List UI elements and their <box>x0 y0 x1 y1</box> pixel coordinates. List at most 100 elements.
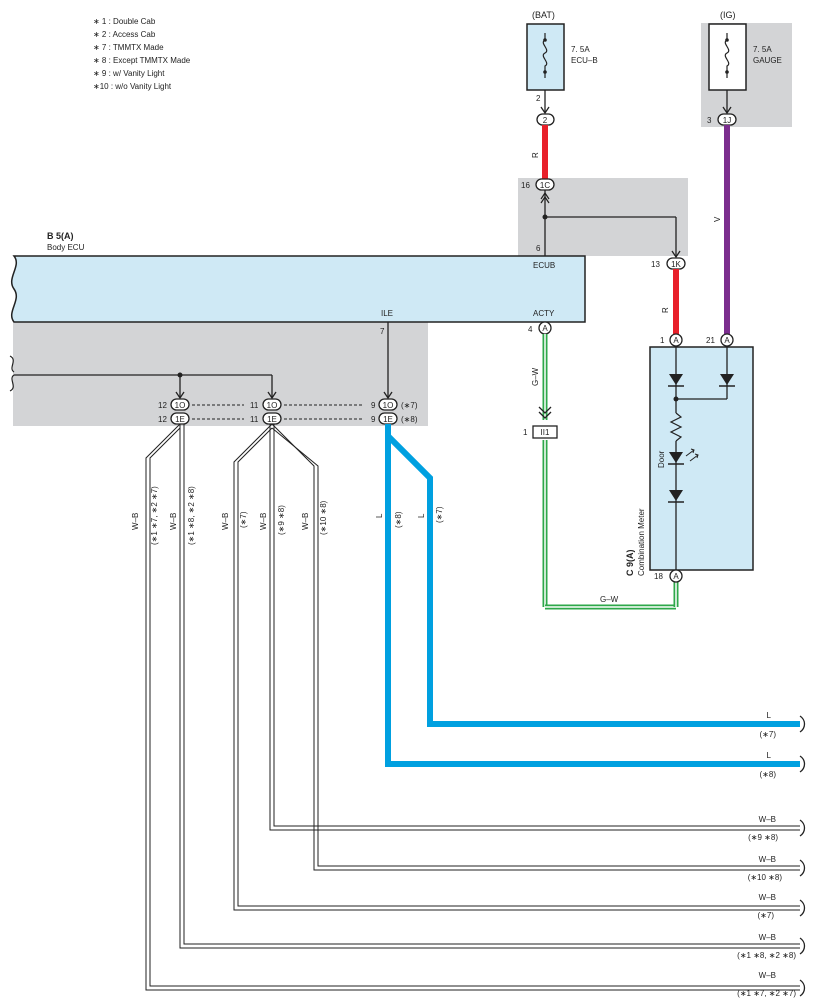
diode-icon <box>669 490 683 501</box>
output-color: L <box>767 711 772 720</box>
wire-note: (∗1 ∗8, ∗2 ∗8) <box>187 486 196 545</box>
legend-line: ∗ 8 : Except TMMTX Made <box>93 56 191 65</box>
legend-line: ∗ 7 : TMMTX Made <box>93 43 164 52</box>
junction-label: 1K <box>671 260 681 269</box>
wire-label-gw: G–W <box>531 367 540 386</box>
connector-label: 1E <box>175 415 185 424</box>
connector-label: A <box>542 324 548 333</box>
pin-number: 12 <box>158 415 167 424</box>
meter-box <box>649 346 754 571</box>
connector-note: (∗7) <box>401 401 418 410</box>
output-color: W–B <box>759 855 776 864</box>
pin-number: 1 <box>523 428 528 437</box>
connector-label: 1E <box>267 415 277 424</box>
wire-wb <box>145 423 800 991</box>
connector-label: 1O <box>267 401 278 410</box>
pin-number: 21 <box>706 336 715 345</box>
fuse-icon <box>542 33 548 78</box>
pin-number: 12 <box>158 401 167 410</box>
wire-note: (∗1 ∗7, ∗2 ∗7) <box>150 486 159 545</box>
connector-note: (∗8) <box>401 415 418 424</box>
wire-label-gw: G–W <box>600 595 619 604</box>
connector-1o <box>378 398 398 411</box>
output-labels: L (∗7) L (∗8) W–B (∗9 ∗8) W–B (∗10 ∗8) W… <box>737 711 796 998</box>
output-color: W–B <box>759 933 776 942</box>
fuse-rating: 7. 5A <box>753 45 772 54</box>
resistor-icon <box>669 412 683 442</box>
fuse-name: ECU–B <box>571 56 598 65</box>
splice-label: II1 <box>541 428 550 437</box>
connector-label: 2 <box>543 116 548 125</box>
pin-number: 9 <box>371 401 376 410</box>
legend-line: ∗ 9 : w/ Vanity Light <box>93 69 165 78</box>
connector-pair-12: 12 1O 12 1E <box>158 398 190 425</box>
output-wire-ends <box>799 715 806 997</box>
splice-ii1 <box>532 425 558 439</box>
output-note: (∗7) <box>758 911 775 920</box>
wire-note: (∗8) <box>394 511 403 528</box>
ecu-box <box>11 255 586 323</box>
ecub-label: ECUB <box>533 261 555 270</box>
connector-label: 1J <box>723 116 731 125</box>
junction-label: 1C <box>540 181 550 190</box>
wire-label-v: V <box>713 216 722 222</box>
fuse-source: (BAT) <box>532 10 555 20</box>
output-color: L <box>767 751 772 760</box>
connector-1o <box>170 398 190 411</box>
connector-label: A <box>673 572 679 581</box>
wire-label-l: L <box>375 513 384 518</box>
fuse-icon <box>724 33 730 78</box>
wire-blue <box>385 424 800 767</box>
output-note: (∗10 ∗8) <box>748 873 783 882</box>
connector-label: 1O <box>175 401 186 410</box>
pin-number: 2 <box>536 94 541 103</box>
connector-1o <box>262 398 282 411</box>
connector-label: 1E <box>383 415 393 424</box>
wire-note: (∗10 ∗8) <box>319 500 328 535</box>
body-ecu: B 5(A) Body ECU ECUB ILE ACTY 7 4 <box>11 231 586 336</box>
legend-line: ∗ 1 : Double Cab <box>93 17 156 26</box>
connector-pair-11: 11 1O 11 1E <box>250 398 282 425</box>
pin-number: 9 <box>371 415 376 424</box>
output-note: (∗8) <box>760 770 777 779</box>
wire-label-wb: W–B <box>301 513 310 530</box>
output-color: W–B <box>759 893 776 902</box>
fuse-ecu-b: (BAT) 7. 5A ECU–B 2 2 <box>526 10 598 126</box>
meter-code: C 9(A) <box>625 549 635 576</box>
output-note: (∗9 ∗8) <box>748 833 778 842</box>
wire-label-r: R <box>531 152 540 158</box>
pin-number: 13 <box>651 260 660 269</box>
wire-note: (∗7) <box>239 511 248 528</box>
fuse-gauge: (IG) 7. 5A GAUGE 3 1J <box>707 10 782 126</box>
fuse-rating: 7. 5A <box>571 45 590 54</box>
wire-label-l: L <box>417 513 426 518</box>
ecu-name: Body ECU <box>47 243 85 252</box>
wire-note: (∗9 ∗8) <box>277 505 286 535</box>
wire-label-wb: W–B <box>169 513 178 530</box>
wire-green <box>542 334 679 610</box>
pin-number: 7 <box>380 327 385 336</box>
pin-number: 16 <box>521 181 530 190</box>
fuse-name: GAUGE <box>753 56 782 65</box>
wire-label-wb: W–B <box>131 513 140 530</box>
output-color: W–B <box>759 971 776 980</box>
connector-label: A <box>673 336 679 345</box>
output-note: (∗1 ∗8, ∗2 ∗8) <box>737 951 796 960</box>
legend: ∗ 1 : Double Cab ∗ 2 : Access Cab ∗ 7 : … <box>93 17 191 91</box>
output-note: (∗7) <box>760 730 777 739</box>
junction-shade-bottom <box>13 322 428 426</box>
pin-number: 4 <box>528 325 533 334</box>
legend-line: ∗ 2 : Access Cab <box>93 30 156 39</box>
led-icon <box>669 452 683 463</box>
fuse-source: (IG) <box>720 10 736 20</box>
connector-pair-9: 9 1O (∗7) 9 1E (∗8) <box>371 398 418 425</box>
wire-note: (∗7) <box>435 506 444 523</box>
pin-number: 1 <box>660 336 665 345</box>
ile-label: ILE <box>381 309 393 318</box>
wire-label-wb: W–B <box>221 513 230 530</box>
pin-number: 3 <box>707 116 712 125</box>
ecu-code: B 5(A) <box>47 231 74 241</box>
meter-name: Combination Meter <box>637 508 646 576</box>
